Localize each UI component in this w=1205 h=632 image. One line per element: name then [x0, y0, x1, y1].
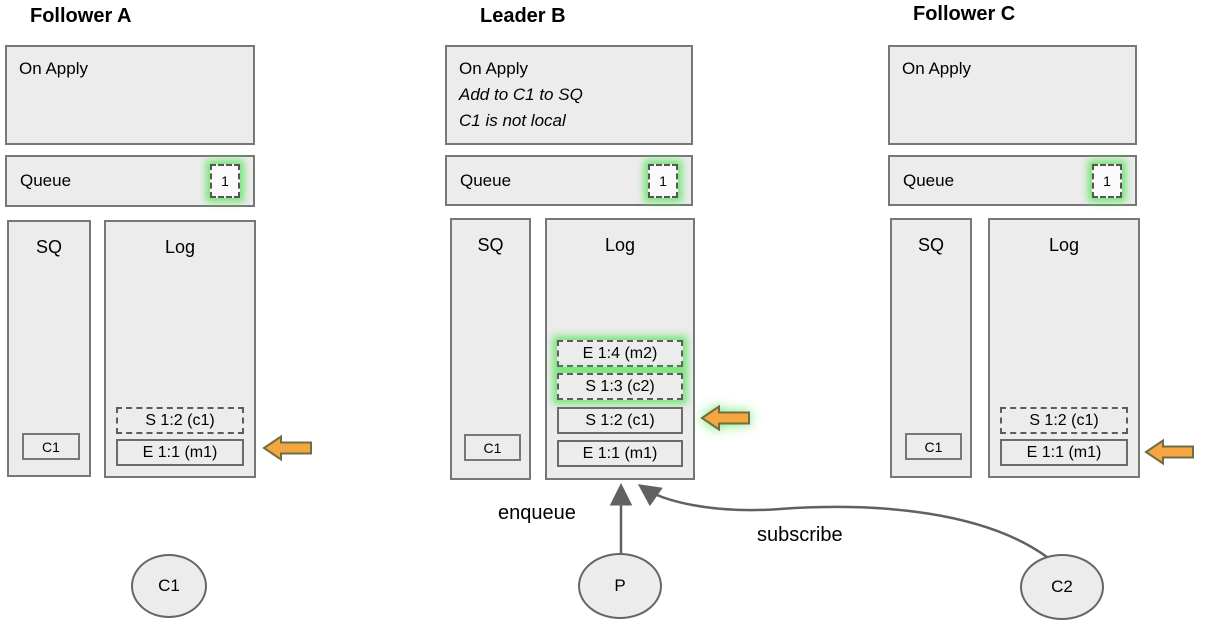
queue-box-follower-a: Queue 1: [5, 155, 255, 207]
sq-box-follower-a: SQ C1: [7, 220, 91, 477]
sq-label: SQ: [477, 235, 504, 255]
sq-item-c1: C1: [905, 433, 962, 460]
log-label: Log: [604, 235, 636, 255]
sq-label: SQ: [917, 235, 944, 255]
subscribe-edge: [637, 484, 1048, 559]
column-title-follower-c: Follower C: [913, 3, 1016, 25]
on-apply-label: On Apply: [459, 59, 528, 78]
sq-item-c1: C1: [22, 433, 80, 460]
log-entry: E 1:1 (m1): [557, 440, 683, 467]
actor-producer-p: P: [578, 553, 662, 619]
log-entry: E 1:1 (m1): [1000, 439, 1128, 466]
apply-pointer-arrow-icon: [262, 434, 312, 462]
log-box-leader-b: Log E 1:4 (m2) S 1:3 (c2) S 1:2 (c1) E 1…: [545, 218, 695, 480]
queue-label: Queue: [903, 170, 955, 190]
queue-label: Queue: [20, 171, 72, 190]
on-apply-note: C1 is not local: [459, 111, 566, 130]
log-entry: E 1:1 (m1): [116, 439, 244, 466]
column-title-follower-a: Follower A: [30, 5, 132, 27]
sq-box-leader-b: SQ C1: [450, 218, 531, 480]
queue-box-leader-b: Queue 1: [445, 155, 693, 206]
log-box-follower-c: Log S 1:2 (c1) E 1:1 (m1): [988, 218, 1140, 478]
actor-consumer-c2: C2: [1020, 554, 1104, 620]
column-title-leader-b: Leader B: [480, 5, 566, 27]
log-entry: S 1:2 (c1): [116, 407, 244, 434]
on-apply-note: Add to C1 to SQ: [459, 85, 583, 104]
on-apply-box-follower-c: On Apply: [888, 45, 1137, 145]
queue-count-badge: 1: [648, 163, 678, 198]
subscribe-edge-label: subscribe: [757, 524, 843, 546]
apply-pointer-arrow-icon: [1144, 438, 1194, 466]
queue-count-badge: 1: [210, 164, 240, 198]
sq-item-c1: C1: [464, 434, 521, 461]
log-box-follower-a: Log S 1:2 (c1) E 1:1 (m1): [104, 220, 256, 478]
queue-label: Queue: [460, 170, 512, 190]
sq-box-follower-c: SQ C1: [890, 218, 972, 478]
log-entry: E 1:4 (m2): [557, 340, 683, 367]
log-entry: S 1:2 (c1): [1000, 407, 1128, 434]
queue-count-badge: 1: [1092, 163, 1122, 198]
actor-consumer-c1: C1: [131, 554, 207, 618]
log-label: Log: [164, 237, 196, 257]
on-apply-label: On Apply: [19, 59, 88, 78]
on-apply-box-leader-b: On Apply Add to C1 to SQ C1 is not local: [445, 45, 693, 145]
queue-box-follower-c: Queue 1: [888, 155, 1137, 206]
log-label: Log: [1048, 235, 1080, 255]
on-apply-label: On Apply: [902, 59, 971, 78]
apply-pointer-arrow-icon: [700, 404, 750, 432]
log-entry: S 1:2 (c1): [557, 407, 683, 434]
log-entry: S 1:3 (c2): [557, 373, 683, 400]
enqueue-edge-label: enqueue: [498, 502, 576, 524]
sq-label: SQ: [35, 237, 62, 257]
on-apply-box-follower-a: On Apply: [5, 45, 255, 145]
